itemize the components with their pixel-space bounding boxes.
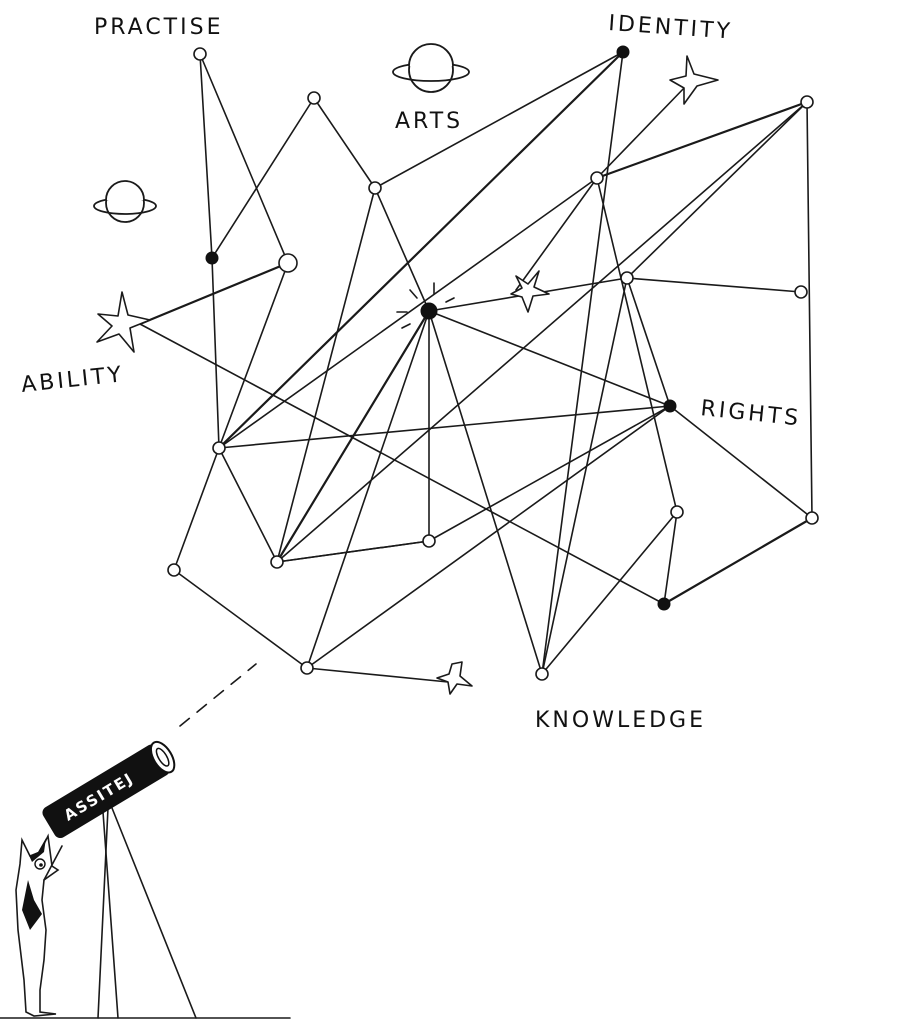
- sight-line: [179, 663, 257, 727]
- constellation-edge: [218, 447, 278, 563]
- node-open: [300, 661, 314, 675]
- constellation-edge: [306, 667, 449, 683]
- constellation-edge: [663, 511, 678, 605]
- constellation-edge: [541, 511, 678, 675]
- star-icon: [96, 291, 151, 353]
- constellation-edge: [275, 309, 431, 564]
- constellation-edge: [211, 97, 315, 259]
- constellation-edge: [626, 101, 808, 279]
- node-open: [368, 181, 382, 195]
- constellation-edge: [374, 51, 624, 189]
- telescope: ASSITEJ: [42, 740, 197, 1019]
- label-ability: ABILITY: [20, 362, 125, 398]
- cat-figure-icon: [0, 833, 291, 1019]
- constellation-edge: [173, 447, 220, 571]
- constellation-edge: [218, 405, 671, 449]
- constellation-edge: [669, 405, 813, 519]
- constellation-edge: [596, 85, 687, 179]
- label-identity: IDENTITY: [608, 11, 734, 45]
- constellation-edge: [139, 323, 665, 605]
- node-filled: [420, 302, 438, 320]
- constellation-edge: [199, 53, 213, 259]
- label-arts: ARTS: [395, 109, 463, 134]
- node-filled: [663, 399, 677, 413]
- constellation-edge: [428, 310, 671, 407]
- node-open: [270, 555, 284, 569]
- constellation-edge: [595, 100, 809, 180]
- node-open: [535, 667, 549, 681]
- star-icon: [510, 270, 550, 313]
- constellation-edge: [306, 310, 430, 669]
- node-open: [422, 534, 436, 548]
- constellation-edge: [662, 516, 814, 606]
- constellation-edge: [276, 101, 808, 563]
- node-filled: [657, 597, 671, 611]
- sparkle-icon: [396, 282, 455, 329]
- star-icon: [669, 55, 719, 105]
- constellation-edge: [276, 187, 376, 563]
- constellation-edge: [806, 101, 813, 519]
- constellation-edge: [276, 540, 430, 563]
- node-open: [670, 505, 684, 519]
- node-open: [800, 95, 814, 109]
- constellation-edge: [541, 277, 628, 675]
- constellation-edge: [515, 177, 598, 291]
- star-icon: [436, 661, 473, 695]
- constellation-edge: [596, 177, 678, 513]
- constellation-edge: [218, 262, 289, 449]
- constellation-edges: [138, 50, 814, 683]
- node-open: [805, 511, 819, 525]
- constellation-edge: [211, 257, 220, 449]
- constellation-edge: [217, 50, 625, 450]
- constellation-edge: [218, 177, 598, 449]
- node-open: [620, 271, 634, 285]
- planet-icon: [93, 180, 157, 223]
- label-knowledge: KNOWLEDGE: [535, 708, 706, 733]
- node-open: [212, 441, 226, 455]
- constellation-nodes: [167, 45, 819, 681]
- node-open: [307, 91, 321, 105]
- node-filled: [616, 45, 630, 59]
- constellation-edge: [428, 405, 671, 542]
- planet-icon: [392, 43, 470, 93]
- label-rights: RIGHTS: [699, 396, 802, 431]
- constellation-edge: [306, 405, 671, 669]
- constellation-edge: [199, 53, 289, 264]
- node-open: [794, 285, 808, 299]
- constellation-edge: [374, 187, 430, 312]
- node-filled: [205, 251, 219, 265]
- constellation-edge: [626, 277, 802, 293]
- constellation-edge: [428, 310, 543, 675]
- constellation-edge: [626, 277, 671, 407]
- node-open: [278, 253, 298, 273]
- node-open: [590, 171, 604, 185]
- constellation-edge: [313, 97, 376, 189]
- constellation-edge: [138, 261, 290, 326]
- constellation-edge: [541, 51, 624, 675]
- label-practise: PRACTISE: [94, 15, 223, 40]
- node-open: [167, 563, 181, 577]
- constellation-edge: [173, 569, 308, 669]
- node-open: [193, 47, 207, 61]
